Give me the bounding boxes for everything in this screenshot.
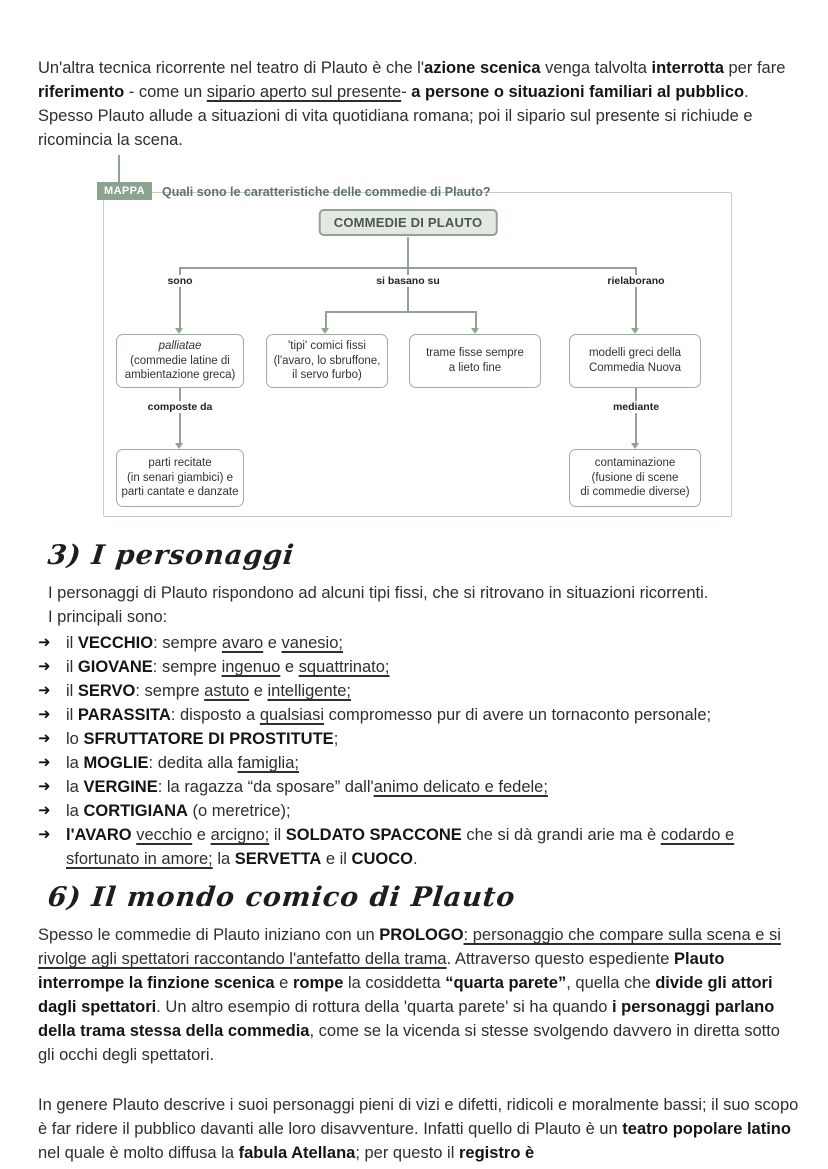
node-lines: modelli greci della Commedia Nuova — [588, 347, 682, 374]
list-item: ➜ la VERGINE: la ragazza “da sposare” dal… — [38, 775, 800, 799]
arrow-bullet-icon: ➜ — [38, 682, 51, 699]
arrow-down-icon — [631, 328, 639, 334]
arrow-bullet-icon: ➜ — [38, 802, 51, 819]
list-item-text: la CORTIGIANA (o meretrice); — [66, 802, 291, 820]
section-heading-mondo-comico: 6) Il mondo comico di Plauto — [46, 882, 518, 913]
list-item-text: il GIOVANE: sempre ingenuo e squattrinat… — [66, 658, 390, 676]
map-node-palliatae: palliatae (commedie latine di ambientazi… — [116, 334, 244, 388]
list-item-text: l'AVARO vecchio e arcigno; il SOLDATO SP… — [66, 826, 735, 868]
concept-map: MAPPA Quali sono le caratteristiche dell… — [97, 155, 732, 517]
arrow-bullet-icon: ➜ — [38, 658, 51, 675]
connector-line — [635, 267, 637, 329]
node-lines: 'tipi' comici fissi (l'avaro, lo sbruffo… — [273, 339, 381, 382]
connector-line — [325, 311, 476, 313]
connector-line — [325, 311, 327, 329]
map-node-modelli-greci: modelli greci della Commedia Nuova — [569, 334, 701, 388]
node-lines: (commedie latine di ambientazione greca) — [124, 354, 236, 382]
personaggi-intro: I personaggi di Plauto rispondono ad alc… — [48, 584, 709, 626]
list-item: ➜ la CORTIGIANA (o meretrice); — [38, 799, 800, 823]
map-node-trame-fisse: trame fisse sempre a lieto fine — [409, 334, 541, 388]
prologo-paragraph: Spesso le commedie di Plauto iniziano co… — [38, 926, 781, 1064]
list-item-text: il VECCHIO: sempre avaro e vanesio; — [66, 634, 343, 652]
connector-line — [179, 267, 181, 329]
map-question: Quali sono le caratteristiche delle comm… — [162, 185, 491, 199]
map-node-contaminazione: contaminazione (fusione di scene di comm… — [569, 449, 701, 507]
list-item-text: lo SFRUTTATORE DI PROSTITUTE; — [66, 730, 339, 748]
map-node-parti-recitate: parti recitate (in senari giambici) e pa… — [116, 449, 244, 507]
arrow-bullet-icon: ➜ — [38, 634, 51, 651]
arrow-bullet-icon: ➜ — [38, 754, 51, 771]
connector-line — [179, 267, 636, 269]
map-edge-label-composte-da: composte da — [142, 401, 218, 413]
arrow-down-icon — [175, 328, 183, 334]
section-heading-personaggi: 3) I personaggi — [46, 540, 297, 571]
list-item: ➜ la MOGLIE: dedita alla famiglia; — [38, 751, 800, 775]
list-item: ➜ il PARASSITA: disposto a qualsiasi comp… — [38, 703, 800, 727]
list-item-text: il PARASSITA: disposto a qualsiasi compr… — [66, 706, 712, 724]
connector-line — [475, 311, 477, 329]
map-top-connector-line — [118, 155, 120, 183]
node-title-italic: palliatae — [158, 339, 202, 352]
map-edge-label-mediante: mediante — [607, 401, 665, 413]
character-list: ➜ il VECCHIO: sempre avaro e vanesio; ➜ il… — [38, 631, 800, 871]
arrow-down-icon — [471, 328, 479, 334]
arrow-bullet-icon: ➜ — [38, 826, 51, 843]
map-node-tipi-comici: 'tipi' comici fissi (l'avaro, lo sbruffo… — [266, 334, 388, 388]
node-lines: parti recitate (in senari giambici) e pa… — [121, 456, 239, 499]
node-lines: trame fisse sempre a lieto fine — [426, 347, 524, 374]
mappa-badge: MAPPA — [97, 182, 152, 200]
node-lines: contaminazione (fusione di scene di comm… — [580, 456, 690, 499]
map-node-root: COMMEDIE DI PLAUTO — [318, 209, 498, 236]
intro-paragraph: Un'altra tecnica ricorrente nel teatro d… — [38, 59, 786, 149]
list-item-text: la VERGINE: la ragazza “da sposare” dall… — [66, 778, 548, 796]
list-item: ➜ l'AVARO vecchio e arcigno; il SOLDATO S… — [38, 823, 800, 871]
connector-line — [179, 386, 181, 444]
list-item: ➜ il GIOVANE: sempre ingenuo e squattrina… — [38, 655, 800, 679]
map-edge-label-si-basano-su: si basano su — [371, 275, 445, 287]
arrow-bullet-icon: ➜ — [38, 706, 51, 723]
finale-paragraph: In genere Plauto descrive i suoi persona… — [38, 1096, 799, 1162]
connector-line — [407, 237, 409, 312]
arrow-down-icon — [321, 328, 329, 334]
list-item-text: la MOGLIE: dedita alla famiglia; — [66, 754, 299, 772]
arrow-bullet-icon: ➜ — [38, 730, 51, 747]
list-item: ➜ lo SFRUTTATORE DI PROSTITUTE; — [38, 727, 800, 751]
arrow-down-icon — [631, 443, 639, 449]
list-item: ➜ il SERVO: sempre astuto e intelligente; — [38, 679, 800, 703]
list-item-text: il SERVO: sempre astuto e intelligente; — [66, 682, 351, 700]
map-edge-label-sono: sono — [162, 275, 198, 287]
map-edge-label-rielaborano: rielaborano — [602, 275, 670, 287]
connector-line — [635, 386, 637, 444]
list-item: ➜ il VECCHIO: sempre avaro e vanesio; — [38, 631, 800, 655]
arrow-down-icon — [175, 443, 183, 449]
arrow-bullet-icon: ➜ — [38, 778, 51, 795]
